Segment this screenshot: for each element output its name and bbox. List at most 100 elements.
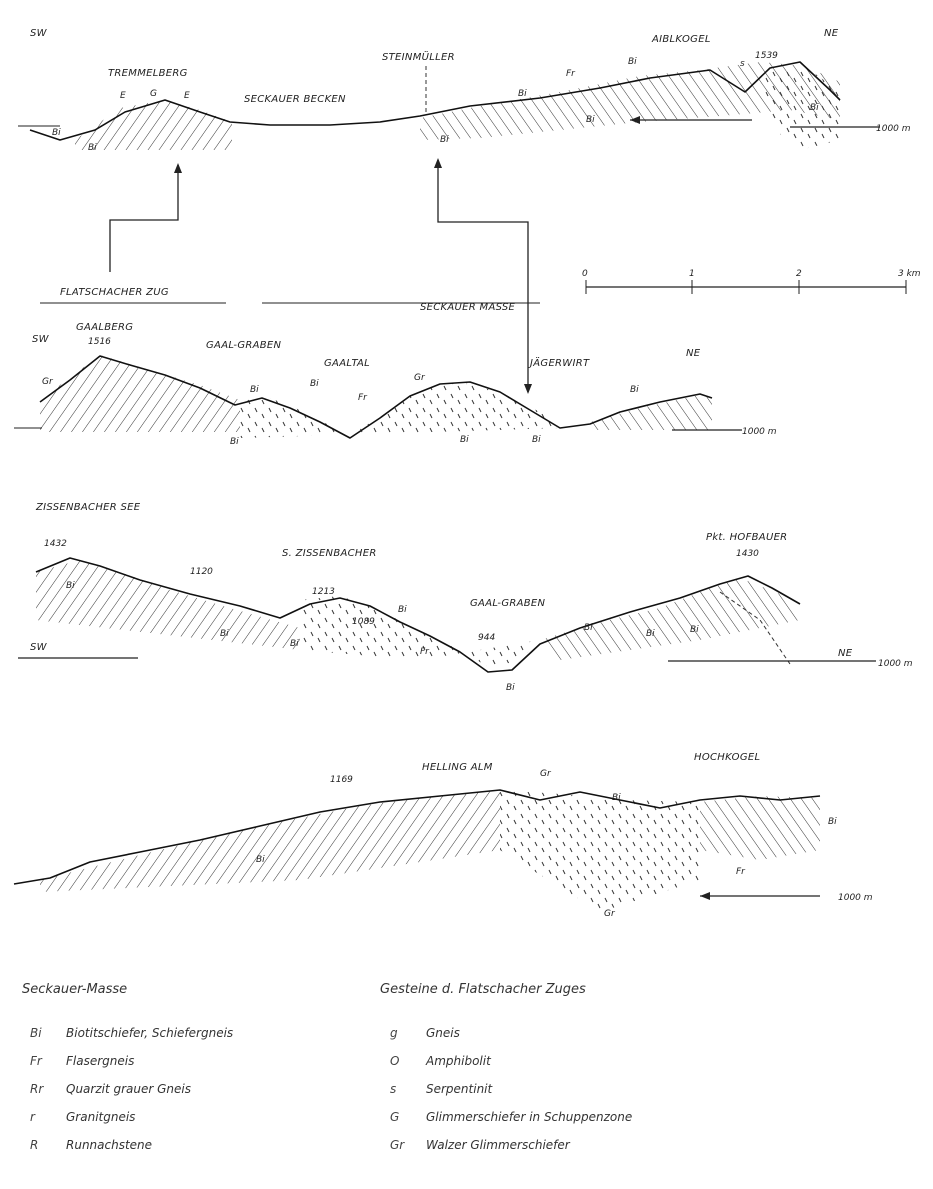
- rock-s: s: [740, 59, 745, 69]
- legend-symbol: Rr: [30, 1082, 66, 1096]
- rock-bi: Bi: [250, 385, 259, 395]
- connector-right: [438, 160, 528, 392]
- rock-bi: Bi: [628, 57, 637, 67]
- gaalberg-label: GAALBERG: [76, 322, 133, 333]
- tremmelberg-label: TREMMELBERG: [108, 68, 188, 79]
- profile-1-hatch-left: [75, 100, 232, 150]
- rock-fr: Fr: [358, 393, 368, 403]
- rock-bi: Bi: [440, 135, 449, 145]
- legend-text: Amphibolit: [426, 1054, 491, 1068]
- aiblkogel-label: AIBLKOGEL: [651, 34, 711, 45]
- rock-bi: Bi: [518, 89, 527, 99]
- profile-1: SW NE TREMMELBERG SECKAUER BECKEN STEINM…: [18, 28, 911, 394]
- connector-right-arrowhead-top: [434, 158, 442, 168]
- rock-bi: Bi: [66, 581, 75, 591]
- zissenbacher-see-height: 1432: [44, 539, 67, 549]
- legend-right-title: Gesteine d. Flatschacher Zuges: [380, 982, 586, 997]
- hofbauer-label: Pkt. HOFBAUER: [706, 532, 787, 543]
- profile-2-elev-ref: 1000 m: [742, 427, 777, 437]
- legend: Seckauer-Masse Gesteine d. Flatschacher …: [0, 970, 933, 1189]
- rock-bi: Bi: [828, 817, 837, 827]
- h-944: 944: [478, 633, 495, 643]
- rock-e: E: [184, 91, 190, 101]
- legend-text: Gneis: [426, 1026, 460, 1040]
- scale-tick-1: 1: [689, 269, 695, 279]
- rock-bi: Bi: [506, 683, 515, 693]
- rock-fr: Fr: [420, 647, 430, 657]
- hofbauer-height: 1430: [736, 549, 759, 559]
- legend-symbol: O: [390, 1054, 426, 1068]
- profile-3-sw-label: SW: [30, 642, 48, 653]
- rock-bi: Bi: [810, 103, 819, 113]
- legend-text: Quarzit grauer Gneis: [66, 1082, 191, 1096]
- rock-fr: Fr: [736, 867, 746, 877]
- seckauer-masse-label: SECKAUER MASSE: [420, 302, 516, 313]
- rock-bi: Bi: [398, 605, 407, 615]
- rock-bi: Bi: [230, 437, 239, 447]
- rock-bi: Bi: [532, 435, 541, 445]
- scale-bar: 0 1 2 3 km: [582, 269, 921, 294]
- profile-3-hatch-right: [540, 578, 800, 660]
- legend-symbol: r: [30, 1110, 66, 1124]
- profile-4-hatch-mid: [500, 790, 700, 912]
- legend-symbol: Bi: [30, 1026, 66, 1040]
- legend-item: GGlimmerschiefer in Schuppenzone: [390, 1110, 632, 1124]
- legend-text: Biotitschiefer, Schiefergneis: [66, 1026, 233, 1040]
- rock-bi: Bi: [290, 639, 299, 649]
- rock-gr: Gr: [604, 909, 616, 919]
- profile-1-ne-label: NE: [824, 28, 839, 39]
- rock-bi: Bi: [310, 379, 319, 389]
- rock-bi: Bi: [584, 623, 593, 633]
- rock-bi: Bi: [88, 143, 97, 153]
- rock-bi: Bi: [630, 385, 639, 395]
- seckauer-becken-label: SECKAUER BECKEN: [244, 94, 346, 105]
- profile-4-hatch-left: [40, 790, 500, 892]
- profile-1-sw-label: SW: [30, 28, 48, 39]
- legend-text: Flasergneis: [66, 1054, 134, 1068]
- connector-right-arrowhead-bottom: [524, 384, 532, 394]
- rock-gr: Gr: [540, 769, 552, 779]
- rock-bi: Bi: [256, 855, 265, 865]
- rock-bi: Bi: [646, 629, 655, 639]
- profile-4-elev-ref: 1000 m: [838, 893, 873, 903]
- rock-g: G: [150, 89, 157, 99]
- gaalberg-height: 1516: [88, 337, 111, 347]
- legend-text: Walzer Glimmerschiefer: [426, 1138, 570, 1152]
- s-zissenbacher-label: S. ZISSENBACHER: [282, 548, 377, 559]
- legend-left-title: Seckauer-Masse: [22, 982, 127, 997]
- gaal-graben-3-label: GAAL-GRABEN: [470, 598, 546, 609]
- legend-symbol: G: [390, 1110, 426, 1124]
- flatschacher-zug-label: FLATSCHACHER ZUG: [60, 287, 169, 298]
- rock-bi: Bi: [52, 128, 61, 138]
- scale-tick-2: 2: [796, 269, 802, 279]
- legend-symbol: Gr: [390, 1138, 426, 1152]
- rock-bi: Bi: [586, 115, 595, 125]
- profile-2-ne-label: NE: [686, 348, 701, 359]
- profile-2-hatch-mid: [240, 382, 560, 438]
- rock-bi: Bi: [690, 625, 699, 635]
- legend-text: Serpentinit: [426, 1082, 492, 1096]
- profile-2-hatch-right: [590, 395, 712, 430]
- aiblkogel-height: 1539: [755, 51, 778, 61]
- rock-e: E: [120, 91, 126, 101]
- profile-3-elev-ref: 1000 m: [878, 659, 913, 669]
- profile-3-hatch-left: [36, 560, 300, 650]
- rock-fr: Fr: [566, 69, 576, 79]
- profile-1-elev-ref: 1000 m: [876, 124, 911, 134]
- legend-text: Glimmerschiefer in Schuppenzone: [426, 1110, 632, 1124]
- gaaltal-label: GAALTAL: [324, 358, 370, 369]
- legend-item: RrQuarzit grauer Gneis: [30, 1082, 191, 1096]
- rock-bi: Bi: [220, 629, 229, 639]
- jaegerwirt-label: JÄGERWIRT: [528, 356, 590, 369]
- gaal-graben-label: GAAL-GRABEN: [206, 340, 282, 351]
- scale-tick-0: 0: [582, 269, 588, 279]
- legend-text: Granitgneis: [66, 1110, 135, 1124]
- rock-bi: Bi: [612, 793, 621, 803]
- connector-left: [110, 165, 178, 272]
- legend-symbol: s: [390, 1082, 426, 1096]
- profile-4-arrowhead: [700, 892, 710, 900]
